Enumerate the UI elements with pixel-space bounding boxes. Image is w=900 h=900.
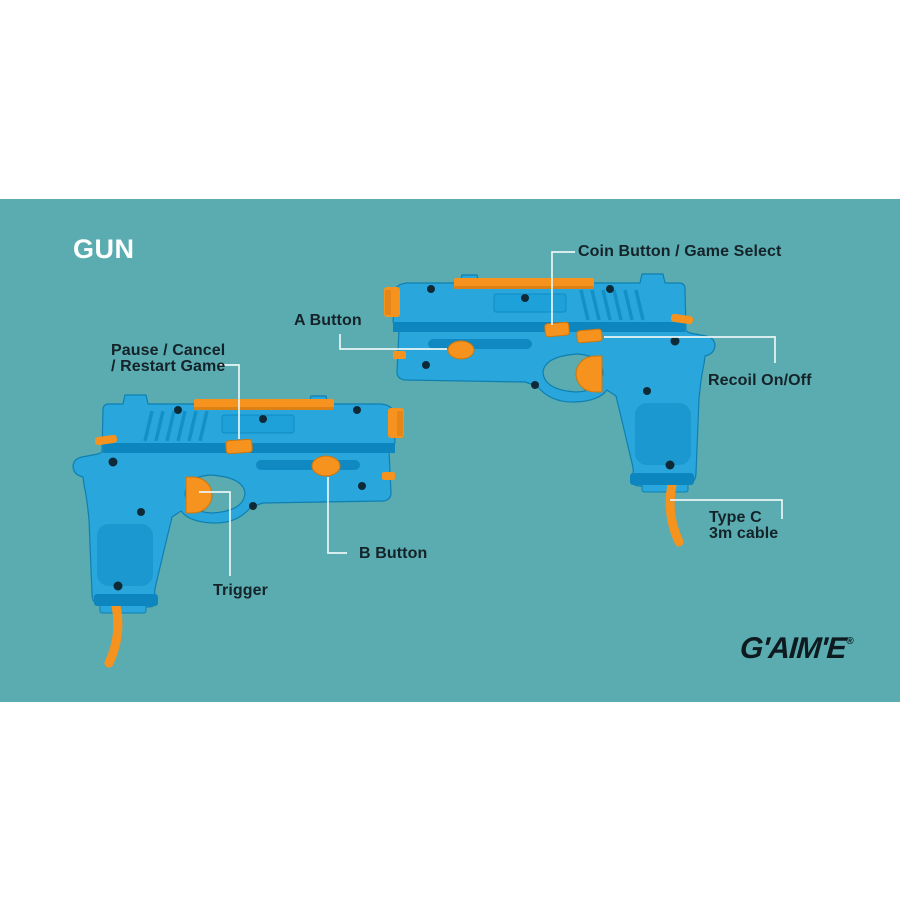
leader-pause bbox=[219, 364, 240, 439]
label-pause-line2: / Restart Game bbox=[111, 358, 226, 375]
leader-trigger bbox=[199, 491, 231, 576]
brand-logo: G'AIM'E® bbox=[739, 632, 854, 666]
registered-trademark-icon: ® bbox=[845, 636, 854, 647]
brand-logo-text: G'AIM'E bbox=[738, 632, 847, 665]
leader-a-button bbox=[339, 334, 447, 350]
recoil-switch bbox=[576, 328, 603, 344]
leader-coin bbox=[551, 251, 575, 325]
label-type-c-line2: 3m cable bbox=[709, 525, 779, 542]
coin-button bbox=[544, 321, 570, 338]
label-type-c-cable: Type C 3m cable bbox=[709, 510, 778, 542]
gun-left-profile bbox=[73, 395, 404, 663]
leader-lines bbox=[199, 251, 783, 576]
gun-right-profile bbox=[384, 274, 715, 542]
a-button bbox=[447, 340, 475, 360]
label-a-button: A Button bbox=[294, 312, 362, 329]
leader-type-c bbox=[670, 499, 783, 519]
label-type-c-line1: Type C bbox=[709, 509, 762, 526]
label-b-button: B Button bbox=[359, 545, 428, 562]
gun-right-buttons bbox=[447, 321, 603, 360]
b-button bbox=[311, 455, 341, 477]
leader-b-button bbox=[327, 477, 347, 554]
page-title: GUN bbox=[73, 234, 135, 264]
leader-recoil bbox=[604, 336, 776, 363]
label-pause-cancel-restart: Pause / Cancel / Restart Game bbox=[111, 343, 225, 375]
label-pause-line1: Pause / Cancel bbox=[111, 342, 226, 359]
label-coin-game-select: Coin Button / Game Select bbox=[578, 243, 782, 260]
label-recoil-on-off: Recoil On/Off bbox=[708, 372, 812, 389]
pause-button bbox=[225, 438, 253, 455]
label-trigger: Trigger bbox=[213, 582, 268, 599]
